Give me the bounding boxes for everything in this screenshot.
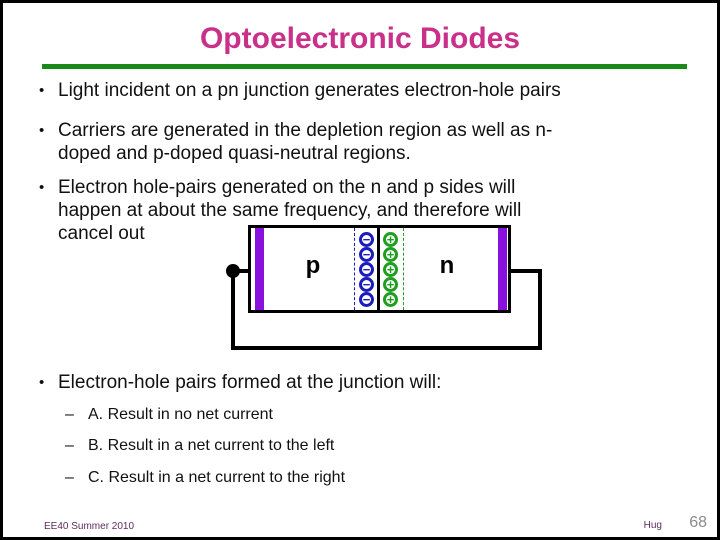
hole-icon: +	[383, 262, 398, 277]
depletion-edge-right	[403, 228, 404, 310]
bullet-item-2: • Carriers are generated in the depletio…	[39, 119, 699, 165]
hole-icon: +	[383, 247, 398, 262]
hole-icon: +	[383, 232, 398, 247]
terminal-dot	[226, 264, 240, 278]
electron-icon: −	[359, 247, 374, 262]
title-underline-rule	[42, 64, 687, 69]
sub-bullet-text: A. Result in no net current	[88, 406, 273, 423]
bullet-text: Light incident on a pn junction generate…	[58, 80, 561, 101]
footer-author: Hug	[643, 520, 662, 531]
hole-symbol: +	[386, 247, 395, 262]
wire-bottom	[231, 346, 542, 350]
bullet-marker: •	[39, 179, 45, 196]
sub-bullet-text: C. Result in a net current to the right	[88, 469, 346, 486]
electron-icon: −	[359, 292, 374, 307]
wire-right-vertical	[538, 269, 542, 350]
hole-icon: +	[383, 292, 398, 307]
electron-symbol: −	[362, 292, 371, 307]
electron-symbol: −	[362, 277, 371, 292]
sub-bullet-item-c: – C. Result in a net current to the righ…	[65, 468, 699, 488]
p-region-label: p	[305, 252, 321, 279]
metal-contact-left	[255, 228, 264, 310]
electron-symbol: −	[362, 262, 371, 277]
pn-junction-diagram: − − − − − + + + + + p n	[223, 221, 549, 354]
hole-symbol: +	[386, 292, 395, 307]
hole-symbol: +	[386, 277, 395, 292]
bullet-item-4: • Electron-hole pairs formed at the junc…	[39, 371, 699, 394]
bullet-item-3: • Electron hole-pairs generated on the n…	[39, 176, 699, 245]
bullet-marker: •	[39, 82, 45, 99]
metal-contact-right	[498, 228, 507, 310]
slide-title: Optoelectronic Diodes	[199, 22, 521, 55]
hole-symbol: +	[386, 262, 395, 277]
bullet-text: Carriers are generated in the depletion …	[58, 120, 553, 164]
sub-bullet-marker: –	[65, 437, 74, 454]
sub-bullet-text: B. Result in a net current to the left	[88, 437, 335, 454]
electron-symbol: −	[362, 232, 371, 247]
bullet-marker: •	[39, 374, 45, 391]
bullet-text: Electron hole-pairs generated on the n a…	[58, 177, 522, 244]
page-number: 68	[689, 514, 707, 531]
footer-course: EE40 Summer 2010	[44, 521, 135, 532]
sub-bullet-marker: –	[65, 469, 74, 486]
junction-line	[377, 228, 380, 310]
electron-symbol: −	[362, 247, 371, 262]
electron-icon: −	[359, 262, 374, 277]
electron-icon: −	[359, 277, 374, 292]
sub-bullet-marker: –	[65, 406, 74, 423]
hole-icon: +	[383, 277, 398, 292]
bullet-item-1: • Light incident on a pn junction genera…	[39, 79, 699, 102]
wire-left-lead	[233, 269, 257, 273]
sub-bullet-item-b: – B. Result in a net current to the left	[65, 436, 699, 456]
hole-symbol: +	[386, 232, 395, 247]
bullet-text: Electron-hole pairs formed at the juncti…	[58, 372, 442, 393]
bullet-marker: •	[39, 122, 45, 139]
wire-right-lead	[507, 269, 540, 273]
n-region-label: n	[439, 252, 455, 279]
sub-bullet-item-a: – A. Result in no net current	[65, 405, 699, 425]
wire-left-vertical	[231, 271, 235, 350]
electron-icon: −	[359, 232, 374, 247]
depletion-edge-left	[354, 228, 355, 310]
